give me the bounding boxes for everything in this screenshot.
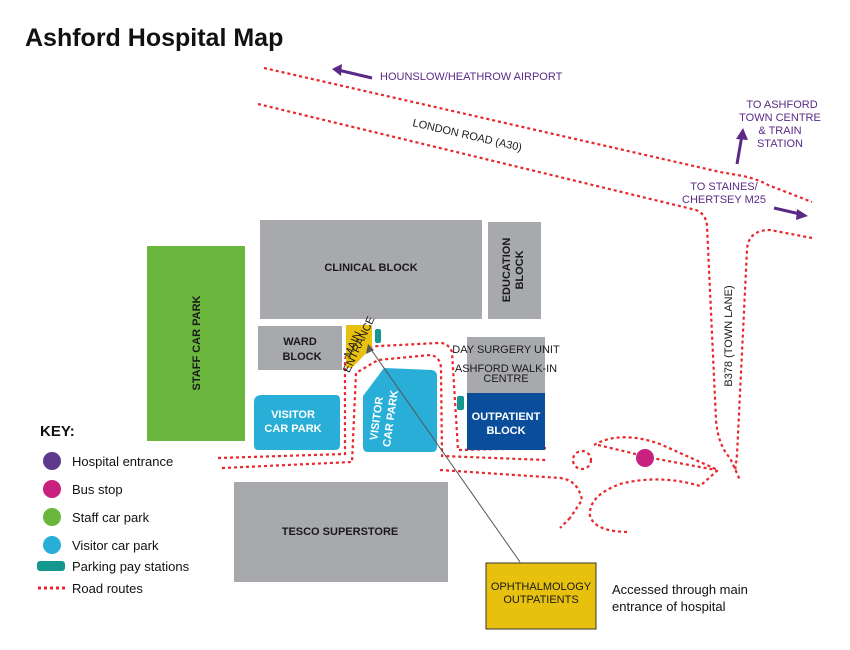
key-bus-stop-label: Bus stop xyxy=(72,482,123,497)
ashford-label-1: TO ASHFORD xyxy=(746,99,817,111)
tesco-label: TESCO SUPERSTORE xyxy=(282,526,399,538)
arrow-staines xyxy=(773,206,801,216)
education-block xyxy=(488,222,541,319)
visitor-car-park-west-label-1: VISITOR xyxy=(271,409,315,421)
ophthalmology-outpatients xyxy=(485,562,597,630)
bus-stop-marker xyxy=(636,449,654,467)
key-visitor-car-park-swatch xyxy=(43,536,61,554)
ophthalmology-note-2: entrance of hospital xyxy=(612,599,726,614)
ophthalmology-label-2: OUTPATIENTS xyxy=(503,594,578,606)
staff-car-park xyxy=(147,246,245,441)
ashford-label-2: TOWN CENTRE xyxy=(739,112,821,124)
key-pay-station-swatch xyxy=(37,561,65,571)
outpatient-label-2: BLOCK xyxy=(486,425,525,437)
arrow-staines-head xyxy=(796,209,808,220)
roundabout-centre xyxy=(571,449,593,471)
outpatient-label-1: OUTPATIENT xyxy=(472,411,541,423)
ashford-label-4: STATION xyxy=(757,138,803,150)
key-staff-car-park-label: Staff car park xyxy=(72,510,150,525)
key-bus-stop-swatch xyxy=(43,480,61,498)
arrow-hounslow xyxy=(337,68,373,80)
pay-station-main xyxy=(375,329,381,343)
key-visitor-car-park-label: Visitor car park xyxy=(72,538,159,553)
hospital-approach-lower xyxy=(439,468,584,519)
key-hospital-entrance-label: Hospital entrance xyxy=(72,454,173,469)
education-block-label-1: EDUCATION xyxy=(501,238,513,303)
london-road-south-edge xyxy=(257,102,742,481)
hounslow-label: HOUNSLOW/HEATHROW AIRPORT xyxy=(380,71,563,83)
visitor-car-park-west-label-2: CAR PARK xyxy=(264,423,321,435)
walkin-label-1: ASHFORD WALK-IN xyxy=(455,363,557,375)
staines-label-1: TO STAINES/ xyxy=(690,181,758,193)
arrow-ashford xyxy=(735,134,744,165)
roundabout-outer xyxy=(588,436,721,534)
day-surgery-label: DAY SURGERY UNIT xyxy=(452,344,560,356)
ward-block-label-1: WARD xyxy=(283,336,317,348)
ophthalmology-note-1: Accessed through main xyxy=(612,582,748,597)
walkin-label-2: CENTRE xyxy=(483,373,528,385)
pay-station-outpatient xyxy=(457,396,464,410)
key-hospital-entrance-swatch xyxy=(43,452,61,470)
outpatient-block xyxy=(467,393,545,450)
clinical-block xyxy=(260,220,482,319)
clinical-block-label: CLINICAL BLOCK xyxy=(324,262,417,274)
roundabout-link xyxy=(597,443,717,472)
london-road-north-edge xyxy=(263,66,813,204)
main-entrance xyxy=(346,325,372,368)
key-pay-station-label: Parking pay stations xyxy=(72,559,190,574)
ophthalmology-pointer xyxy=(369,347,521,563)
town-lane-label: B378 (TOWN LANE) xyxy=(723,285,735,386)
ward-block-label-2: BLOCK xyxy=(282,351,321,363)
arrow-hounslow-head xyxy=(332,64,342,76)
map-title: Ashford Hospital Map xyxy=(25,24,283,52)
visitor-car-park-east xyxy=(363,368,437,452)
key-heading: KEY: xyxy=(40,423,75,440)
staines-label-2: CHERTSEY M25 xyxy=(682,194,766,206)
visitor-car-park-west xyxy=(254,395,340,450)
town-lane-east-edge xyxy=(733,228,813,473)
day-surgery-unit xyxy=(467,337,545,393)
ashford-label-3: & TRAIN xyxy=(758,125,801,137)
arrow-ashford-head xyxy=(736,128,748,140)
staff-car-park-label: STAFF CAR PARK xyxy=(191,295,203,390)
ward-block xyxy=(258,326,342,370)
entrance-road-inner xyxy=(221,353,547,470)
key-staff-car-park-swatch xyxy=(43,508,61,526)
entrance-road xyxy=(217,341,549,460)
tesco-superstore xyxy=(234,482,448,582)
ophthalmology-pointer-head xyxy=(366,344,374,354)
education-block-label-2: BLOCK xyxy=(514,250,526,289)
ophthalmology-label-1: OPHTHALMOLOGY xyxy=(491,581,592,593)
roundabout-road-lower xyxy=(559,517,571,529)
key-road-routes-label: Road routes xyxy=(72,581,143,596)
